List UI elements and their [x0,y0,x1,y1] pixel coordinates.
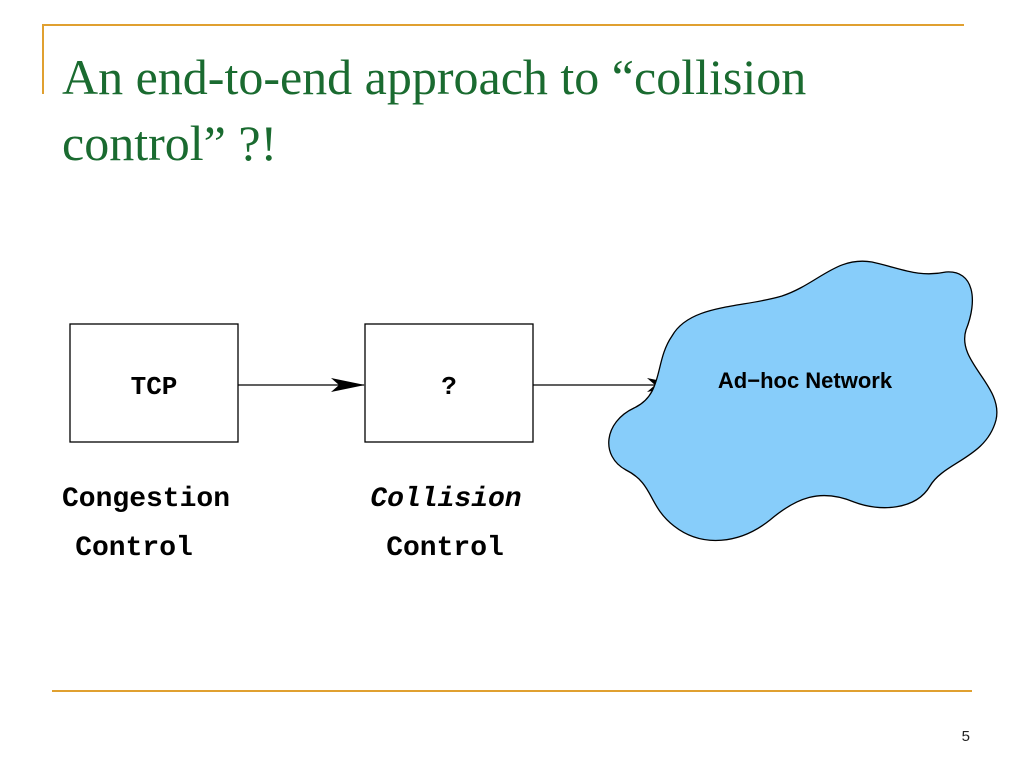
collision-caption-line1: Collision [370,484,521,515]
title-frame-top-line [42,24,964,26]
adhoc-network-label: Ad−hoc Network [718,368,893,393]
slide-title: An end-to-end approach to “collision con… [62,49,807,171]
page-number: 5 [961,728,970,745]
collision-caption-line2: Control [386,533,504,564]
tcp-box-label: TCP [131,372,178,402]
unknown-box [364,323,534,443]
adhoc-network-cloud [608,260,998,542]
title-frame-left-line [42,24,44,94]
congestion-caption-line1: Congestion [62,484,230,515]
tcp-box [69,323,239,443]
footer-line [52,690,972,692]
unknown-box-label: ? [441,372,457,402]
congestion-caption-line2: Control [75,533,193,564]
